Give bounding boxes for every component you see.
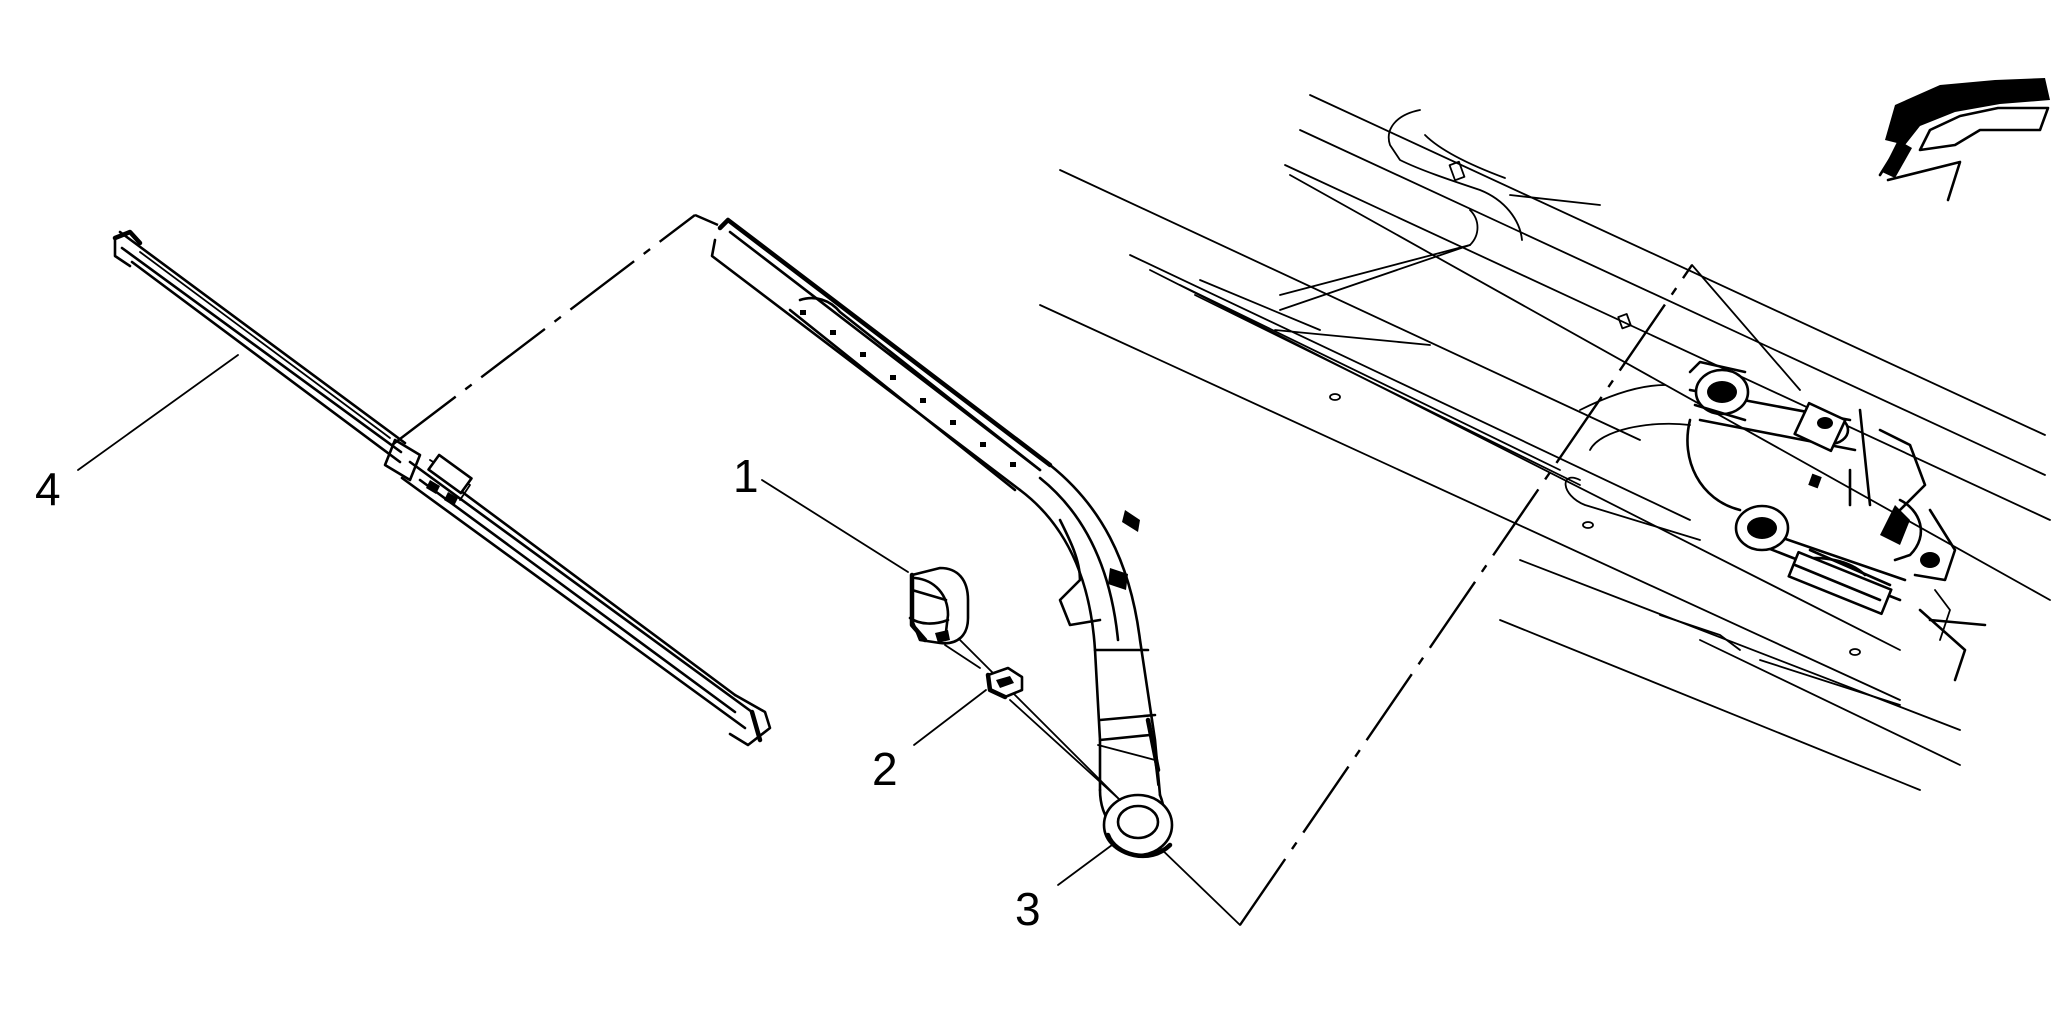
alignment-lines xyxy=(391,213,1801,926)
callout-label-3: 3 xyxy=(1015,883,1041,935)
wiper-arm-icon xyxy=(710,217,1174,859)
direction-arrow-icon xyxy=(1878,78,2050,202)
callout-label-2: 2 xyxy=(872,743,898,795)
callout-label-1: 1 xyxy=(733,450,759,502)
vehicle-body-panel xyxy=(1039,94,2051,791)
callout-2: 2 xyxy=(872,689,987,795)
wiper-arm-cap-icon xyxy=(908,566,981,669)
callout-3: 3 xyxy=(1015,844,1113,935)
callout-label-4: 4 xyxy=(35,463,61,515)
wiper-arm-nut-icon xyxy=(985,666,1121,801)
wiper-transmission xyxy=(1686,360,1987,682)
wiper-blade-icon xyxy=(112,229,772,747)
callout-4: 4 xyxy=(35,354,239,515)
arm-rivets xyxy=(800,310,1016,467)
callout-1: 1 xyxy=(733,450,909,573)
